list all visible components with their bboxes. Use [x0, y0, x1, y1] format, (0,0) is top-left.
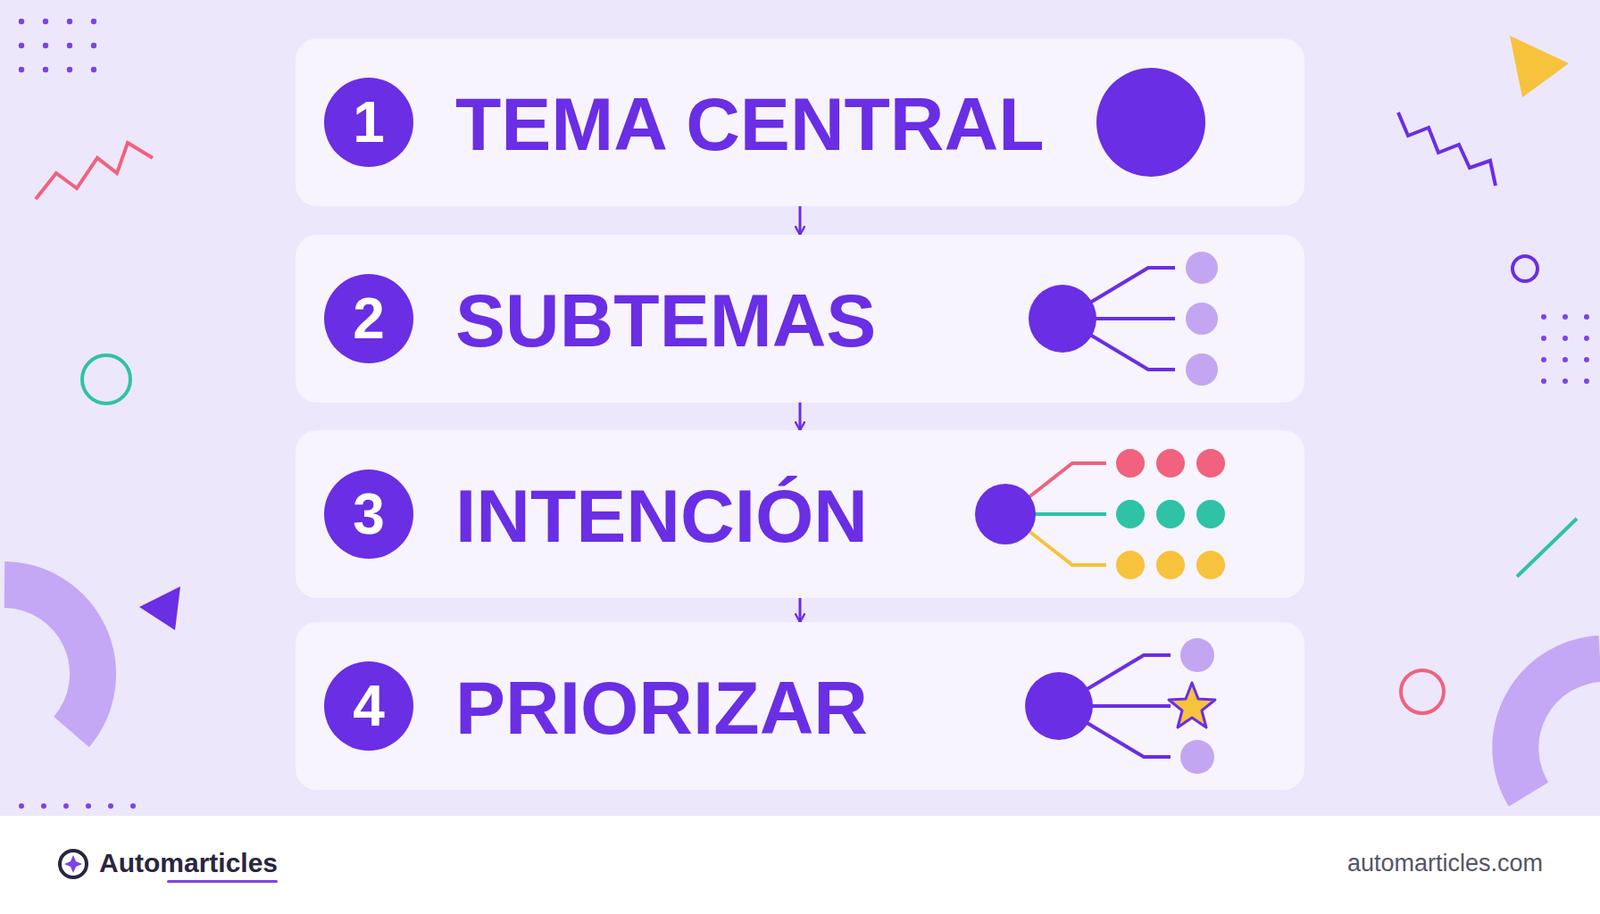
step-number: 4 — [324, 661, 414, 751]
callout-number: 3 — [352, 485, 385, 543]
step-title: SUBTEMAS — [455, 283, 876, 359]
step-title: INTENCIÓN — [455, 478, 868, 554]
logo-underline — [166, 880, 278, 884]
ring — [1400, 670, 1444, 714]
step-number: 2 — [324, 274, 414, 364]
zigzag — [35, 142, 153, 200]
flow-arrow — [799, 206, 802, 235]
website-url: automarticles.com — [1347, 850, 1543, 878]
callout-number: 1 — [352, 93, 385, 151]
brand-name: Automarticles — [99, 848, 278, 879]
flow-arrow — [799, 598, 802, 623]
step-title: TEMA CENTRAL — [455, 86, 1045, 162]
step-card: PRIORIZAR 4 — [295, 622, 1305, 791]
zigzag — [1398, 112, 1496, 186]
callout-number: 2 — [352, 290, 385, 348]
step-number: 3 — [324, 469, 414, 559]
ring — [1512, 256, 1538, 282]
stroke — [1516, 518, 1577, 577]
logo-spark — [64, 855, 83, 874]
ring — [82, 355, 131, 404]
callout-number: 4 — [352, 677, 385, 735]
footer-band — [0, 816, 1600, 914]
step-card: SUBTEMAS 2 — [295, 234, 1305, 403]
step-card: INTENCIÓN 3 — [295, 430, 1305, 599]
step-card: TEMA CENTRAL 1 — [295, 38, 1305, 207]
arc — [1515, 658, 1600, 795]
triangle — [1509, 35, 1569, 98]
step-number: 1 — [324, 77, 414, 167]
logo-icon — [59, 850, 87, 878]
dot-grid — [18, 18, 1590, 809]
arc — [4, 584, 93, 733]
triangle — [139, 586, 181, 631]
step-title: PRIORIZAR — [455, 670, 868, 746]
flow-arrow — [799, 402, 802, 431]
